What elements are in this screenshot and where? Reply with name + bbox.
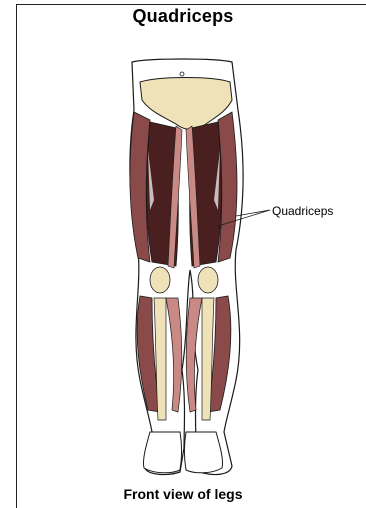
right-foot <box>185 432 223 473</box>
right-kneecap <box>198 267 218 293</box>
left-kneecap <box>150 267 170 293</box>
quadriceps-callout-label: Quadriceps <box>272 204 333 218</box>
left-foot <box>143 432 181 473</box>
diagram-caption: Front view of legs <box>0 486 366 502</box>
